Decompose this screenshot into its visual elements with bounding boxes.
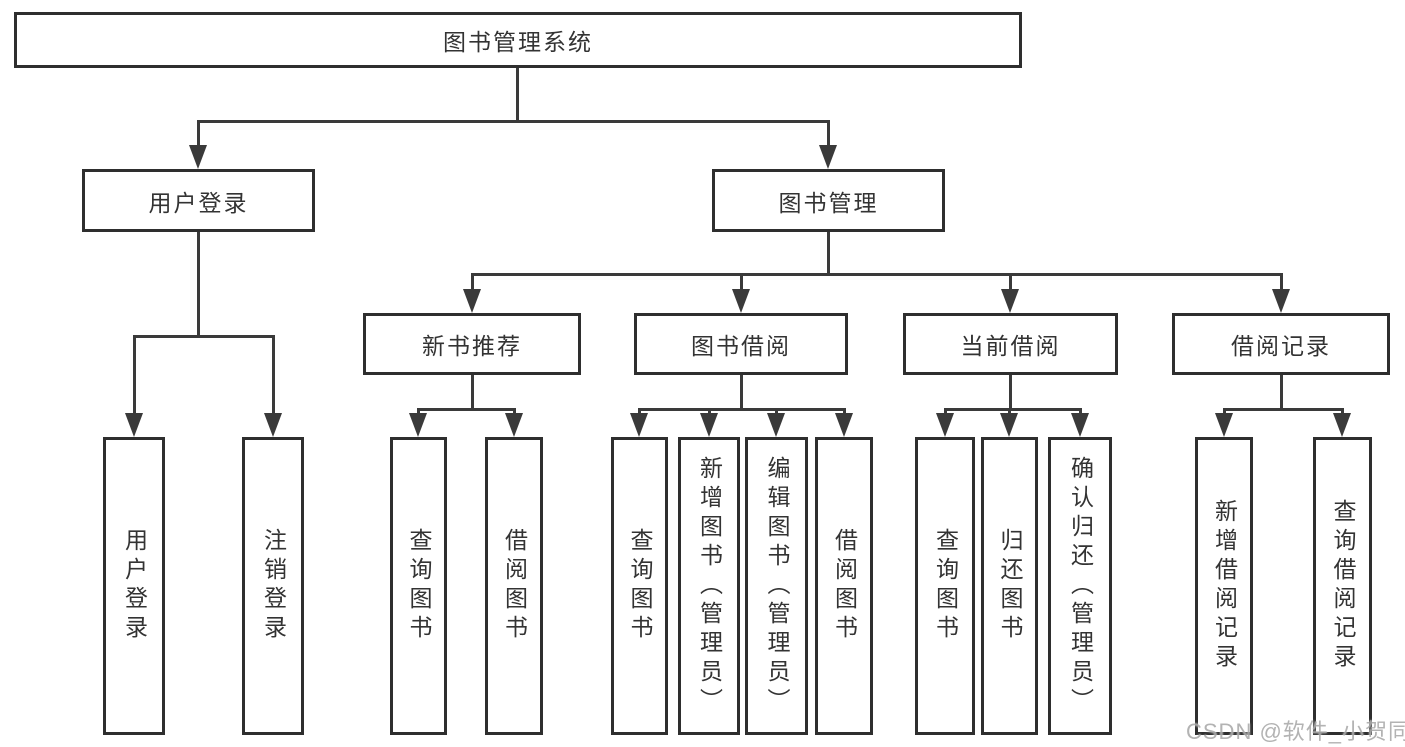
connector-user-login-bus	[133, 335, 275, 338]
connector-new-book-bus	[417, 408, 516, 411]
leaf-add-book-admin: 新增图书（管理员）	[678, 437, 740, 735]
arrow-down-icon	[125, 413, 143, 437]
node-label: 归还图书	[997, 528, 1023, 644]
leaf-logout: 注销登录	[242, 437, 304, 735]
leaf-query-book-1: 查询图书	[390, 437, 447, 735]
connector-book-mgmt-stem	[827, 232, 830, 276]
arrow-down-icon	[700, 413, 718, 437]
node-label: 查询图书	[932, 528, 959, 644]
arrow-down-icon	[189, 145, 207, 169]
arrow-down-icon	[819, 145, 837, 169]
arrow-down-icon	[1333, 413, 1351, 437]
leaf-borrow-book-1: 借阅图书	[485, 437, 543, 735]
leaf-query-book-2: 查询图书	[611, 437, 668, 735]
connector-book-borrow-bus	[638, 408, 846, 411]
arrow-down-icon	[264, 413, 282, 437]
node-label: 新书推荐	[422, 333, 522, 359]
connector-drop-leaf-logout	[272, 335, 275, 415]
connector-level2-bus	[197, 120, 830, 123]
node-label: 注销登录	[260, 528, 287, 644]
connector-drop-borrow-record	[1280, 273, 1283, 292]
node-label: 用户登录	[121, 528, 148, 644]
arrow-down-icon	[835, 413, 853, 437]
node-label: 查询借阅记录	[1330, 499, 1356, 673]
connector-drop	[944, 408, 947, 415]
arrow-down-icon	[1001, 289, 1019, 313]
arrow-down-icon	[1000, 413, 1018, 437]
node-book-borrow: 图书借阅	[634, 313, 848, 375]
leaf-borrow-book-2: 借阅图书	[815, 437, 873, 735]
connector-drop-new-book	[471, 273, 474, 292]
node-label: 查询图书	[627, 528, 653, 644]
connector-drop-book-borrow	[740, 273, 743, 292]
node-borrow-record: 借阅记录	[1172, 313, 1390, 375]
connector-drop-leaf-user-login	[133, 335, 136, 415]
node-label: 借阅图书	[831, 528, 858, 644]
connector-drop	[417, 408, 420, 415]
arrow-down-icon	[630, 413, 648, 437]
connector-drop	[513, 408, 516, 415]
node-label: 借阅图书	[501, 528, 528, 644]
connector-borrow-record-bus	[1223, 408, 1344, 411]
arrow-down-icon	[732, 289, 750, 313]
leaf-query-book-3: 查询图书	[915, 437, 975, 735]
node-user-login: 用户登录	[82, 169, 315, 232]
connector-new-book-stem	[471, 375, 474, 411]
node-label: 查询图书	[406, 528, 432, 644]
leaf-confirm-return-admin: 确认归还（管理员）	[1048, 437, 1112, 735]
node-label: 当前借阅	[960, 333, 1061, 359]
node-current-borrow: 当前借阅	[903, 313, 1118, 375]
leaf-user-login: 用户登录	[103, 437, 165, 735]
leaf-return-book: 归还图书	[981, 437, 1038, 735]
leaf-add-borrow-record: 新增借阅记录	[1195, 437, 1253, 735]
connector-drop	[1341, 408, 1344, 415]
connector-drop	[1079, 408, 1082, 415]
connector-current-borrow-bus	[944, 408, 1082, 411]
connector-book-borrow-stem	[740, 375, 743, 411]
arrow-down-icon	[1215, 413, 1233, 437]
node-label: 图书借阅	[691, 333, 791, 359]
connector-level3-bus	[471, 273, 1282, 276]
arrow-down-icon	[936, 413, 954, 437]
arrow-down-icon	[409, 413, 427, 437]
connector-borrow-record-stem	[1280, 375, 1283, 411]
leaf-query-borrow-record: 查询借阅记录	[1313, 437, 1372, 735]
node-label: 图书管理	[778, 189, 879, 216]
node-library-management-system: 图书管理系统	[14, 12, 1022, 68]
arrow-down-icon	[1272, 289, 1290, 313]
csdn-watermark: CSDN @软件_小贺同学	[1186, 719, 1405, 744]
arrow-down-icon	[1071, 413, 1089, 437]
leaf-edit-book-admin: 编辑图书（管理员）	[745, 437, 808, 735]
connector-drop	[708, 408, 711, 415]
connector-drop	[843, 408, 846, 415]
connector-drop-book-mgmt	[827, 120, 830, 148]
connector-drop	[1008, 408, 1011, 415]
node-book-management: 图书管理	[712, 169, 945, 232]
arrow-down-icon	[463, 289, 481, 313]
connector-user-login-stem	[197, 232, 200, 338]
node-label: 确认归还（管理员）	[1067, 455, 1094, 717]
connector-drop	[638, 408, 641, 415]
node-new-book-recommend: 新书推荐	[363, 313, 581, 375]
node-label: 新增借阅记录	[1211, 499, 1238, 673]
connector-drop	[1223, 408, 1226, 415]
connector-drop	[775, 408, 778, 415]
node-label: 新增图书（管理员）	[696, 455, 723, 717]
node-label: 借阅记录	[1231, 333, 1331, 359]
connector-root-stem	[516, 68, 519, 120]
node-label: 编辑图书（管理员）	[764, 455, 790, 717]
arrow-down-icon	[505, 413, 523, 437]
node-label: 用户登录	[148, 189, 249, 216]
node-label: 图书管理系统	[443, 29, 593, 55]
connector-drop-user-login	[197, 120, 200, 148]
arrow-down-icon	[767, 413, 785, 437]
connector-drop-current-borrow	[1009, 273, 1012, 292]
connector-current-borrow-stem	[1009, 375, 1012, 411]
